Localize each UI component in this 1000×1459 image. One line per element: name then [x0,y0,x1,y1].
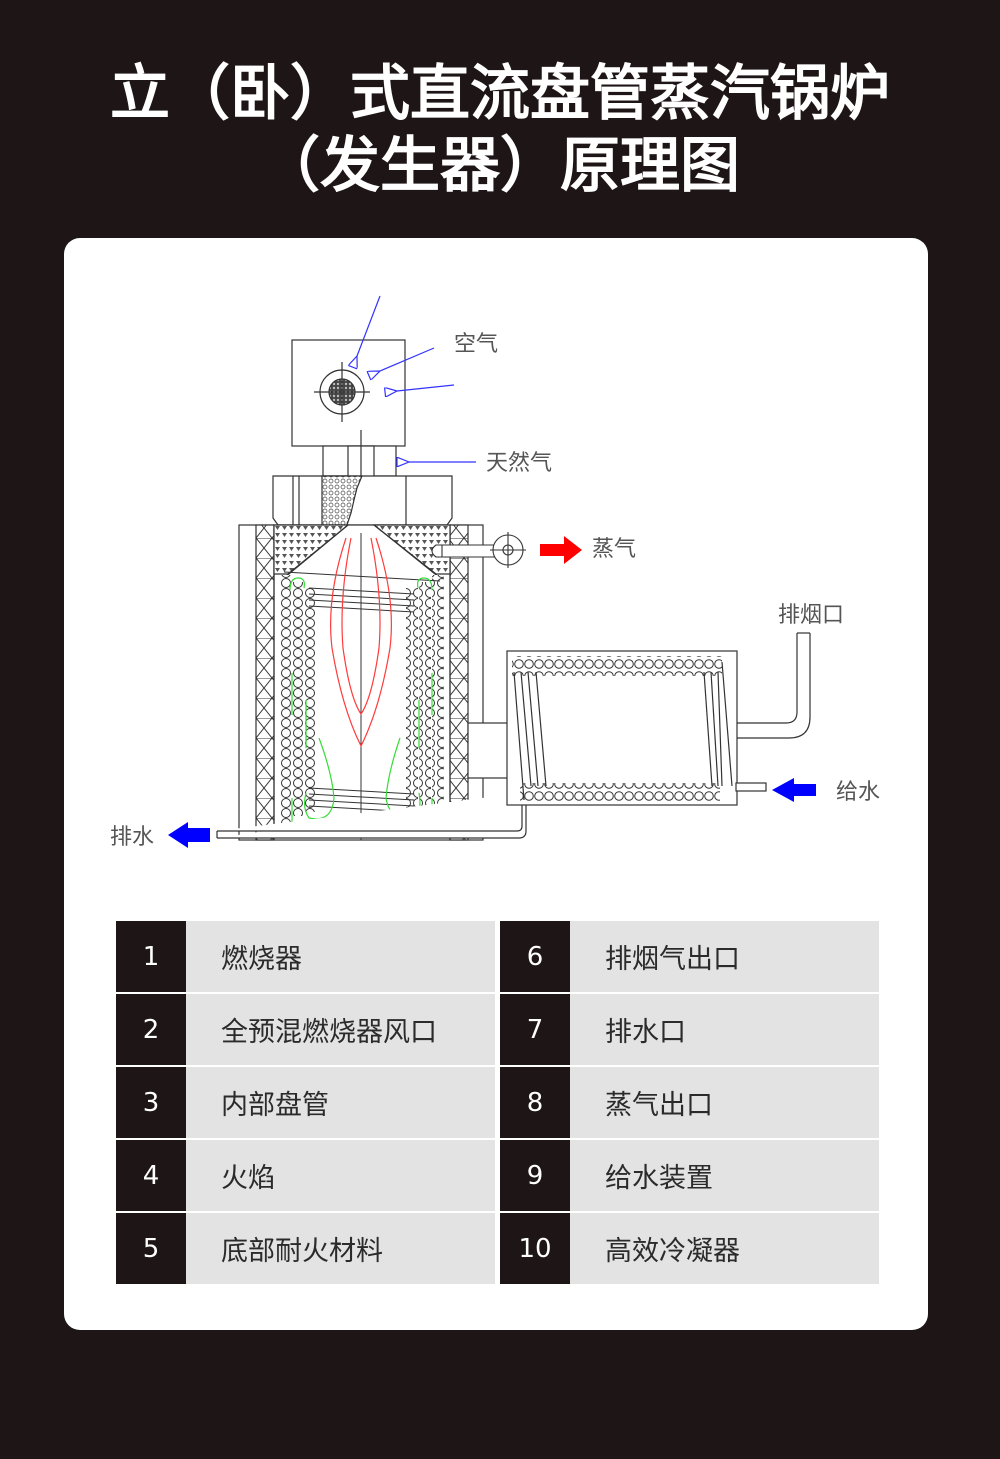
legend-row: 4 火焰 9 给水装置 [116,1140,879,1211]
feed-water-label: 给水 [836,780,880,805]
diagram-card: 空气 天然气 [64,238,928,1330]
legend-number: 8 [500,1067,570,1138]
steam-outlet [431,532,526,568]
legend-number: 6 [500,921,570,992]
legend-item: 8 蒸气出口 [500,1067,879,1138]
legend-label: 火焰 [186,1140,495,1211]
legend-label: 底部耐火材料 [186,1213,495,1284]
legend-number: 5 [116,1213,186,1284]
flue-outlet-label: 排烟口 [778,603,844,628]
legend-row: 1 燃烧器 6 排烟气出口 [116,921,879,992]
legend-row: 5 底部耐火材料 10 高效冷凝器 [116,1213,879,1284]
feed-water-arrow [772,778,816,802]
boiler-schematic: 空气 天然气 [110,295,880,850]
legend-number: 4 [116,1140,186,1211]
legend-number: 7 [500,994,570,1065]
natural-gas-label: 天然气 [486,451,552,476]
legend-label: 燃烧器 [186,921,495,992]
drain-pipe [216,793,527,839]
legend-row: 2 全预混燃烧器风口 7 排水口 [116,994,879,1065]
steam-arrow [540,536,582,564]
legend-label: 高效冷凝器 [570,1213,879,1284]
legend-number: 9 [500,1140,570,1211]
legend-item: 10 高效冷凝器 [500,1213,879,1284]
legend-number: 1 [116,921,186,992]
legend-item: 9 给水装置 [500,1140,879,1211]
legend-item: 3 内部盘管 [116,1067,495,1138]
legend-label: 全预混燃烧器风口 [186,994,495,1065]
page-title: 立（卧）式直流盘管蒸汽锅炉 （发生器）原理图 [0,58,1000,202]
refractory-cone [273,524,451,579]
inner-coil [280,533,444,840]
air-inlet-arrows [357,295,455,391]
condenser [506,650,767,806]
burner-air-box [291,339,406,447]
drain-arrow [168,822,210,848]
legend-item: 2 全预混燃烧器风口 [116,994,495,1065]
legend-label: 给水装置 [570,1140,879,1211]
legend-label: 排烟气出口 [570,921,879,992]
flue-chimney [737,632,811,739]
burner-head [272,475,453,526]
legend-item: 5 底部耐火材料 [116,1213,495,1284]
legend-number: 3 [116,1067,186,1138]
legend-item: 1 燃烧器 [116,921,495,992]
title-line-2: （发生器）原理图 [260,131,740,201]
legend-row: 3 内部盘管 8 蒸气出口 [116,1067,879,1138]
legend-item: 7 排水口 [500,994,879,1065]
shell-condenser-connector [467,722,509,779]
legend-label: 内部盘管 [186,1067,495,1138]
title-line-1: 立（卧）式直流盘管蒸汽锅炉 [110,59,890,129]
legend-number: 2 [116,994,186,1065]
legend-label: 蒸气出口 [570,1067,879,1138]
air-label: 空气 [454,332,498,357]
legend-number: 10 [500,1213,570,1284]
steam-label: 蒸气 [592,537,636,562]
flame [330,537,392,748]
drain-label: 排水 [110,825,154,850]
legend-label: 排水口 [570,994,879,1065]
legend-item: 4 火焰 [116,1140,495,1211]
legend-item: 6 排烟气出口 [500,921,879,992]
